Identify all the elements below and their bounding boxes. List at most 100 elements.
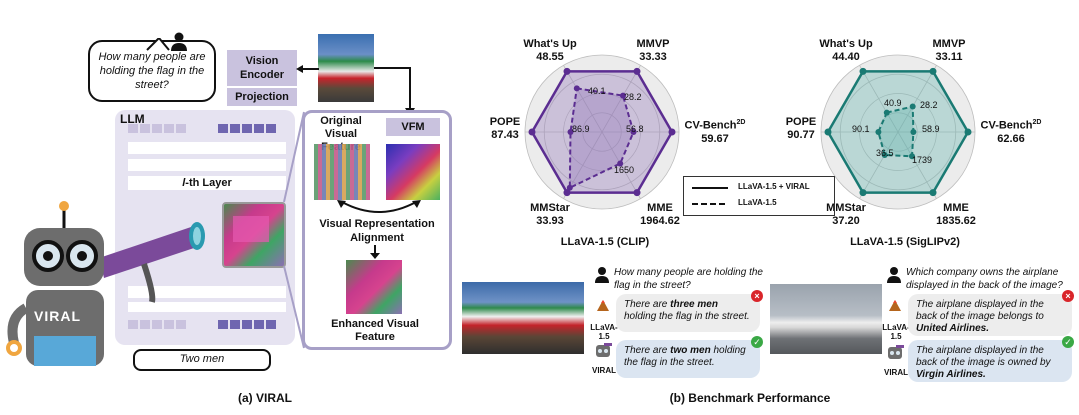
sig-pope-value: 90.77 — [787, 129, 815, 141]
radar-spoke — [859, 131, 899, 199]
viral-point — [668, 128, 676, 136]
baseline-point — [567, 129, 574, 135]
layer-label: -th Layer — [185, 177, 232, 189]
llava-volcano-icon — [597, 300, 609, 311]
vfm-box: VFM — [386, 118, 440, 136]
answer-bubble — [133, 349, 271, 371]
input-image-thumbnail — [318, 34, 374, 102]
sig-whatsup-name: What's Up — [819, 38, 873, 50]
baseline-point — [881, 152, 888, 159]
question-bubble — [88, 40, 216, 102]
clip-pope-name: POPE — [489, 116, 521, 128]
sig-cvbench-label: CV-Bench2D 62.66 — [976, 116, 1046, 146]
viral-tag-1: VIRAL — [592, 366, 616, 375]
radar-chart-clip — [524, 54, 680, 210]
layer-index-symbol: l — [182, 177, 186, 189]
baseline-point — [617, 160, 624, 167]
alignment-label: Visual Representation Alignment — [319, 218, 435, 244]
clip-mme-name: MME — [647, 202, 673, 214]
layer-bar — [128, 302, 286, 312]
clip-cvbench-name: CV-Bench — [684, 119, 737, 132]
sig-cvbench-value: 62.66 — [997, 132, 1025, 145]
wrong-icon: × — [1062, 290, 1074, 302]
clip-cvbench-sup: 2D — [736, 119, 746, 126]
bubble-tail — [146, 38, 170, 51]
user-icon — [171, 32, 187, 51]
clip-mmvp-label: MMVP 33.33 — [628, 38, 678, 64]
clip-mmvp-name: MMVP — [636, 38, 670, 50]
clip-pope-value: 87.43 — [491, 129, 519, 141]
example1-right-bold: two men — [670, 345, 711, 356]
sig-inner-cvbench: 58.9 — [922, 124, 940, 134]
viral-robot-icon — [596, 343, 612, 357]
viral-point — [563, 67, 571, 75]
llm-feature-inner — [233, 216, 269, 242]
clip-pope-label: POPE 87.43 — [480, 116, 530, 142]
layer-bar — [128, 159, 286, 171]
clip-inner-whatsup: 40.1 — [588, 86, 606, 96]
clip-mme-label: MME 1964.62 — [630, 202, 690, 228]
radar-spoke — [859, 65, 899, 133]
viral-tag-2: VIRAL — [884, 368, 908, 377]
robot-mascot — [6, 201, 205, 366]
sig-cvbench-sup: 2D — [1032, 119, 1042, 126]
radar-spoke — [563, 65, 603, 133]
baseline-point — [883, 109, 890, 116]
correct-icon: ✓ — [751, 336, 763, 348]
legend-box — [683, 176, 835, 216]
viral-point — [528, 128, 536, 136]
projection-box: Projection — [227, 88, 297, 106]
example2-wrong-pre: The airplane displayed in the back of th… — [916, 299, 1044, 322]
sig-mme-value: 1835.62 — [936, 215, 976, 227]
viral-point — [633, 67, 641, 75]
example2-wrong-bold: United Airlines. — [916, 323, 989, 334]
enhanced-visual-feature-label: Enhanced Visual Feature — [331, 318, 419, 343]
question-text: How many people are holding the flag in … — [98, 51, 206, 91]
projection-label: Projection — [235, 91, 289, 103]
sig-mmstar-name: MMStar — [826, 202, 866, 214]
left-caption: (a) VIRAL — [238, 391, 292, 405]
answer-text: Two men — [179, 353, 225, 365]
baseline-point — [909, 153, 915, 160]
example-photo-flag — [462, 282, 584, 354]
sig-whatsup-value: 44.40 — [832, 51, 860, 63]
sig-cvbench-name: CV-Bench — [980, 119, 1033, 132]
expansion-connector — [283, 111, 305, 349]
clip-mme-value: 1964.62 — [640, 215, 680, 227]
viral-point — [633, 189, 641, 197]
viral-point — [929, 67, 937, 75]
layer-bar — [128, 286, 286, 298]
legend-lines — [692, 187, 728, 205]
sig-mmvp-label: MMVP 33.11 — [924, 38, 974, 64]
lth-layer-bar: l-th Layer — [128, 176, 286, 190]
llava-tag-1: LLaVA-1.5 — [590, 323, 618, 341]
vfm-feature-map — [386, 144, 440, 200]
enhanced-feature-map — [346, 260, 402, 314]
viral-robot-icon — [888, 345, 904, 359]
example1-wrong-post: holding the flag in the street. — [624, 311, 750, 322]
radar-spoke — [897, 131, 937, 199]
baseline-point — [875, 129, 882, 135]
sig-inner-whatsup: 40.9 — [884, 98, 902, 108]
viral-point — [859, 67, 867, 75]
clip-mmstar-name: MMStar — [530, 202, 570, 214]
example1-wrong-pre: There are — [624, 299, 671, 310]
robot-label: VIRAL — [34, 308, 81, 324]
legend-dashed-label: LLaVA-1.5 — [738, 198, 777, 207]
baseline-point — [909, 103, 916, 110]
clip-whatsup-name: What's Up — [523, 38, 577, 50]
clip-inner-cvbench: 56.8 — [626, 124, 644, 134]
example1-question: How many people are holding the flag in … — [614, 267, 763, 291]
legend-solid-label: LLaVA-1.5 + VIRAL — [738, 182, 810, 191]
sig-mme-name: MME — [943, 202, 969, 214]
baseline-point — [630, 129, 637, 135]
sig-whatsup-label: What's Up 44.40 — [816, 38, 876, 64]
sig-inner-mmstar: 36.5 — [876, 148, 894, 158]
example1-right-pre: There are — [624, 345, 671, 356]
example2-question: Which company owns the airplane displaye… — [906, 267, 1063, 291]
radar-chart-siglip — [820, 54, 976, 210]
sig-inner-mmvp: 28.2 — [920, 100, 938, 110]
baseline-point — [620, 92, 626, 99]
example-photo-airplane — [770, 284, 882, 354]
clip-inner-mme: 1650 — [614, 165, 635, 175]
